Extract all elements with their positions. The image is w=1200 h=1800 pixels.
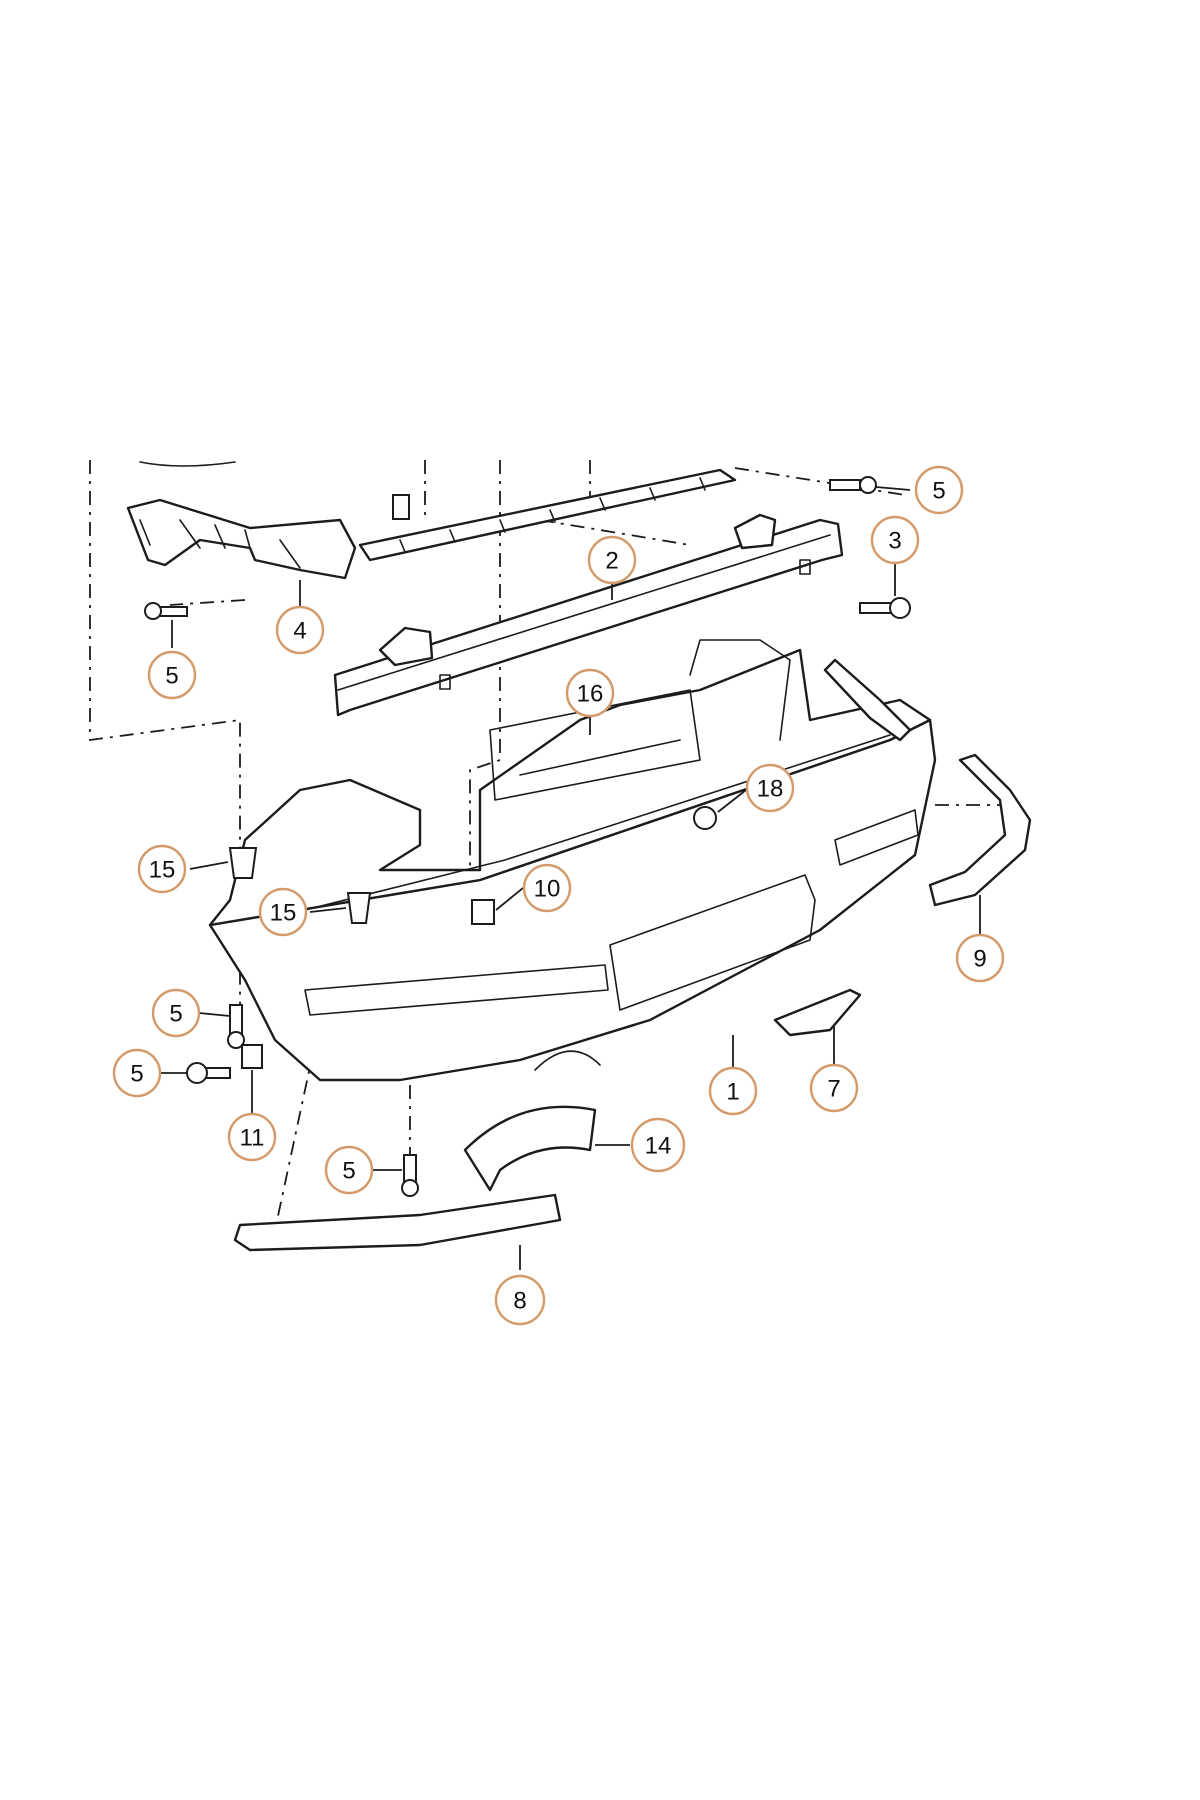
- callout-18[interactable]: 18: [745, 763, 795, 813]
- callout-1[interactable]: 1: [708, 1066, 758, 1116]
- callout-label: 5: [342, 1158, 355, 1185]
- callout-7[interactable]: 7: [809, 1063, 859, 1113]
- hardware: [144, 476, 911, 1197]
- callout-label: 5: [165, 663, 178, 690]
- callout-3[interactable]: 3: [870, 515, 920, 565]
- callout-2[interactable]: 2: [587, 535, 637, 585]
- callout-5-mid[interactable]: 5: [151, 988, 201, 1038]
- callout-16[interactable]: 16: [565, 668, 615, 718]
- callout-label: 5: [130, 1061, 143, 1088]
- part-2-bumper-beam: [333, 513, 844, 717]
- callout-5-left[interactable]: 5: [147, 650, 197, 700]
- callout-label: 10: [534, 876, 561, 903]
- callout-label: 4: [293, 618, 306, 645]
- callout-15-a[interactable]: 15: [137, 844, 187, 894]
- callout-label: 16: [577, 681, 604, 708]
- part-7-small-bracket: [773, 988, 862, 1037]
- callout-label: 7: [827, 1076, 840, 1103]
- callout-label: 15: [270, 900, 297, 927]
- callout-label: 1: [726, 1079, 739, 1106]
- callout-label: 3: [888, 528, 901, 555]
- callout-11[interactable]: 11: [227, 1112, 277, 1162]
- callout-9[interactable]: 9: [955, 933, 1005, 983]
- upper-mounting-strip: [358, 468, 737, 562]
- callout-5-low[interactable]: 5: [112, 1048, 162, 1098]
- callout-5-bottom[interactable]: 5: [324, 1145, 374, 1195]
- callout-label: 18: [757, 776, 784, 803]
- part-14-exhaust-trim: [463, 1105, 597, 1192]
- callout-label: 8: [513, 1288, 526, 1315]
- callout-label: 15: [149, 857, 176, 884]
- callout-14[interactable]: 14: [630, 1117, 686, 1173]
- car-body-edge: [139, 461, 236, 467]
- callout-label: 2: [605, 548, 618, 575]
- part-4-left-bracket: [126, 498, 357, 580]
- callout-4[interactable]: 4: [275, 605, 325, 655]
- callout-label: 14: [645, 1133, 672, 1160]
- callout-label: 11: [240, 1125, 265, 1152]
- callout-10[interactable]: 10: [522, 863, 572, 913]
- leader-lines: [160, 486, 981, 1270]
- callout-label: 5: [932, 478, 945, 505]
- callout-8[interactable]: 8: [494, 1274, 546, 1326]
- part-9-right-trim: [928, 753, 1032, 907]
- callout-5-top-right[interactable]: 5: [914, 465, 964, 515]
- callout-label: 9: [973, 946, 986, 973]
- callout-15-b[interactable]: 15: [258, 887, 308, 937]
- part-1-bumper-cover: [208, 639, 937, 1082]
- part-16-center-bracket: [489, 689, 701, 801]
- part-8-lower-trim: [233, 1193, 562, 1252]
- callout-label: 5: [169, 1001, 182, 1028]
